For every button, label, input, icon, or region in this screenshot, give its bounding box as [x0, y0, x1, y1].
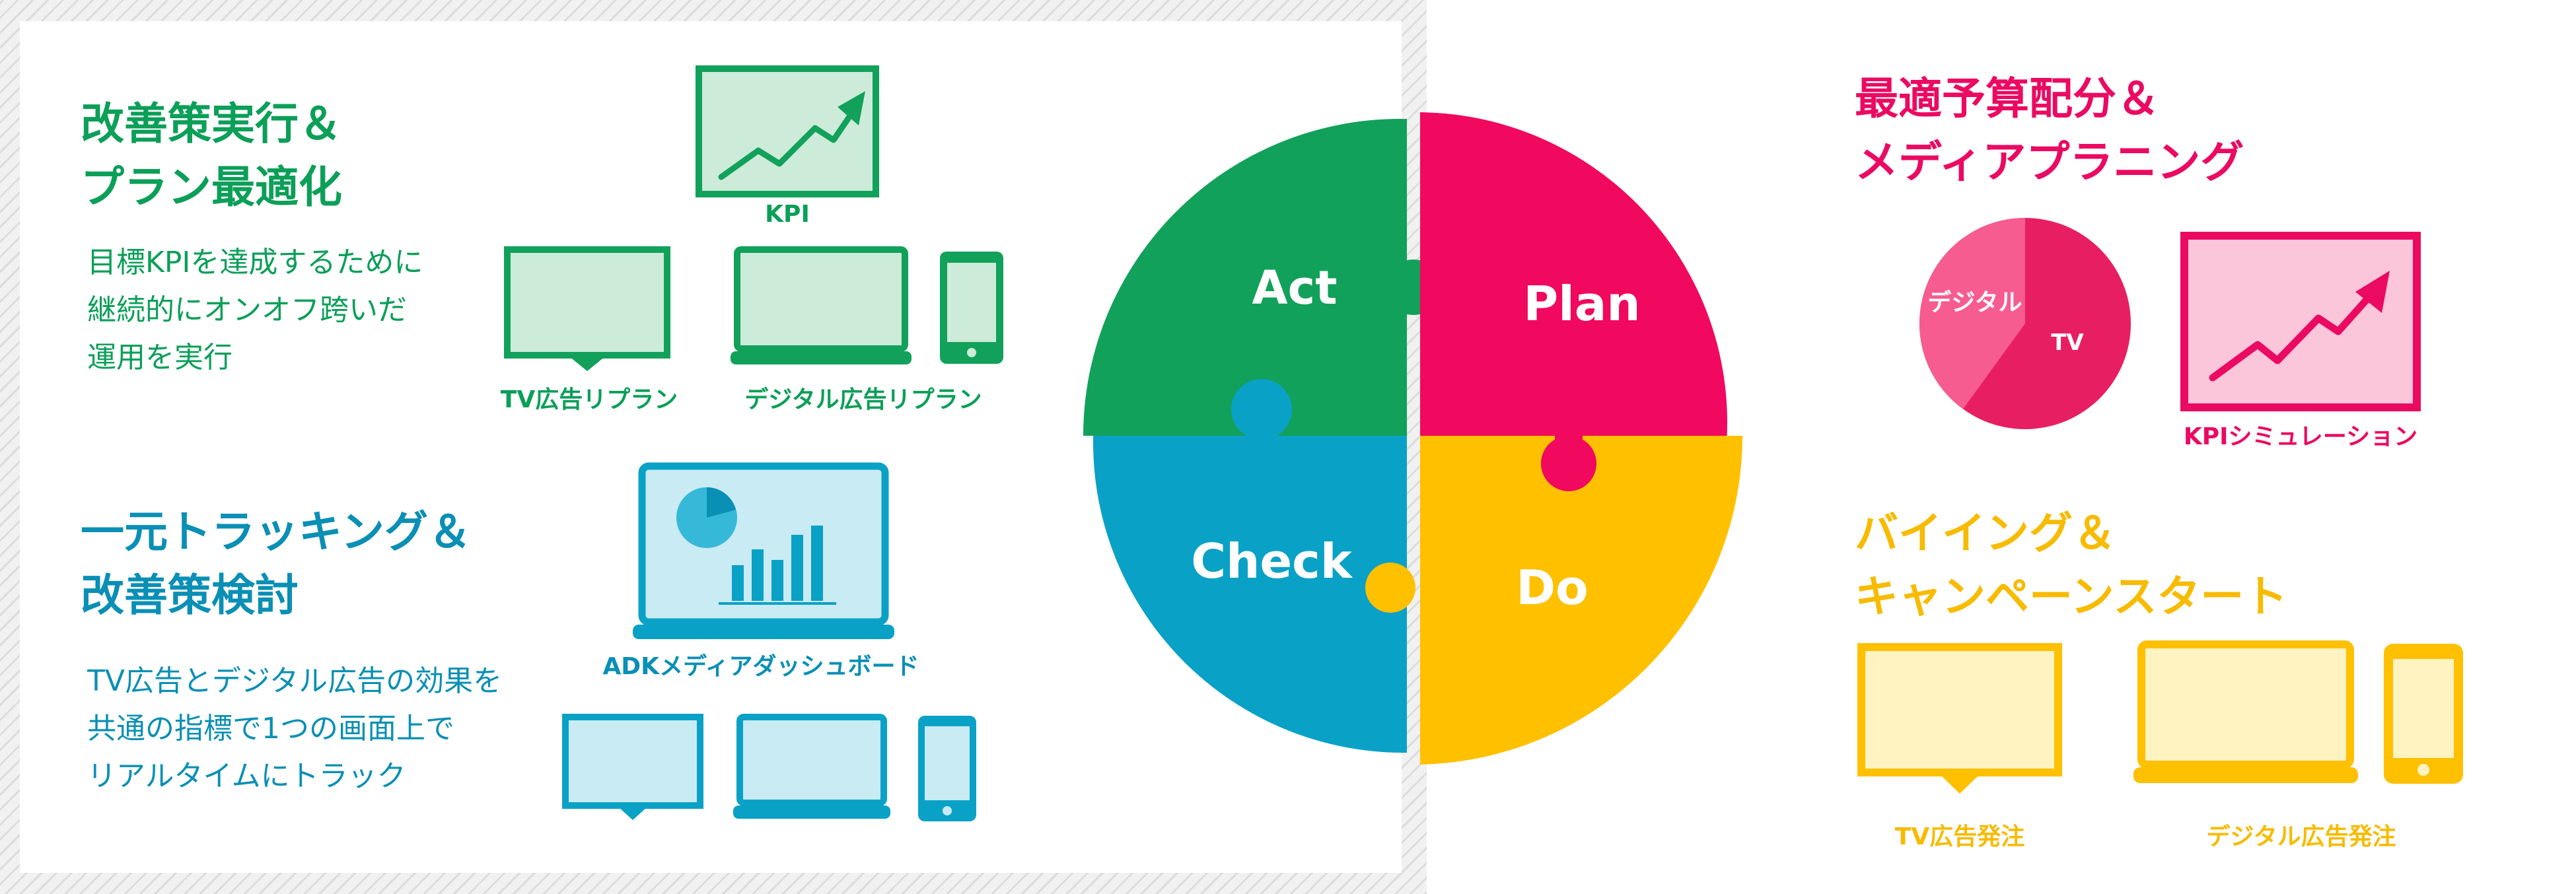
do-label: Do: [1516, 560, 1588, 615]
check-quadrant: [1093, 379, 1415, 753]
check-desc-line1: TV広告とデジタル広告の効果を: [87, 664, 503, 698]
kpi-simulation-label: KPIシミュレーション: [2183, 423, 2418, 450]
dashboard-label: ADKメディアダッシュボード: [602, 653, 919, 680]
act-smartphone-icon: [940, 252, 1003, 364]
plan-title-line2: メディアプラニング: [1855, 137, 2244, 188]
plan-title-line1: 最適予算配分＆: [1855, 73, 2160, 124]
act-kpi-label: KPI: [765, 201, 810, 228]
act-title: 改善策実行＆ プラン最適化: [81, 92, 342, 219]
check-laptop-icon: [733, 714, 890, 819]
check-description: TV広告とデジタル広告の効果を 共通の指標で1つの画面上で リアルタイムにトラッ…: [87, 658, 502, 800]
budget-pie-chart: デジタル TV: [1919, 218, 2131, 429]
check-desc-line3: リアルタイムにトラック: [87, 759, 406, 793]
act-tv-icon: [504, 246, 670, 371]
pdca-wheel: Act Plan Check Do: [1083, 112, 1742, 765]
do-title-line1: バイイング＆: [1855, 508, 2116, 559]
act-desc-line1: 目標KPIを達成するために: [87, 246, 423, 279]
pie-slice-digital: [1919, 218, 2025, 409]
do-smartphone-icon: [2384, 644, 2463, 784]
check-title-line1: 一元トラッキング＆: [81, 506, 472, 557]
check-tv-icon: [562, 714, 703, 820]
do-tv-label: TV広告発注: [1894, 823, 2025, 850]
act-laptop-icon: [731, 246, 912, 364]
act-tv-label: TV広告リプラン: [500, 386, 678, 413]
pie-digital-label: デジタル: [1927, 289, 2022, 316]
check-desc-line2: 共通の指標で1つの画面上で: [87, 712, 454, 745]
do-title-line2: キャンペーンスタート: [1855, 571, 2288, 622]
do-digital-label: デジタル広告発注: [2206, 823, 2396, 850]
dashboard-laptop-icon: [633, 462, 894, 639]
do-laptop-icon: [2133, 640, 2358, 783]
kpi-simulation-icon: [2180, 232, 2421, 411]
kpi-chart-icon: [696, 65, 879, 197]
act-desc-line2: 継続的にオンオフ跨いだ: [87, 293, 407, 327]
check-label: Check: [1191, 533, 1353, 589]
check-title: 一元トラッキング＆ 改善策検討: [81, 500, 472, 627]
do-tv-icon: [1857, 643, 2062, 794]
act-title-line2: プラン最適化: [81, 162, 342, 213]
do-title: バイイング＆ キャンペーンスタート: [1855, 502, 2287, 629]
act-label: Act: [1252, 261, 1337, 315]
plan-quadrant: [1420, 112, 1727, 436]
check-smartphone-icon: [918, 716, 976, 821]
check-title-line2: 改善策検討: [81, 570, 299, 621]
pie-tv-label: TV: [2051, 329, 2084, 356]
plan-title: 最適予算配分＆ メディアプラニング: [1855, 67, 2244, 194]
act-title-line1: 改善策実行＆: [81, 98, 342, 149]
act-description: 目標KPIを達成するために 継続的にオンオフ跨いだ 運用を実行: [87, 239, 423, 382]
plan-label: Plan: [1523, 276, 1640, 331]
act-digital-label: デジタル広告リプラン: [744, 386, 982, 413]
act-desc-line3: 運用を実行: [87, 341, 233, 374]
do-quadrant: [1420, 432, 1742, 765]
